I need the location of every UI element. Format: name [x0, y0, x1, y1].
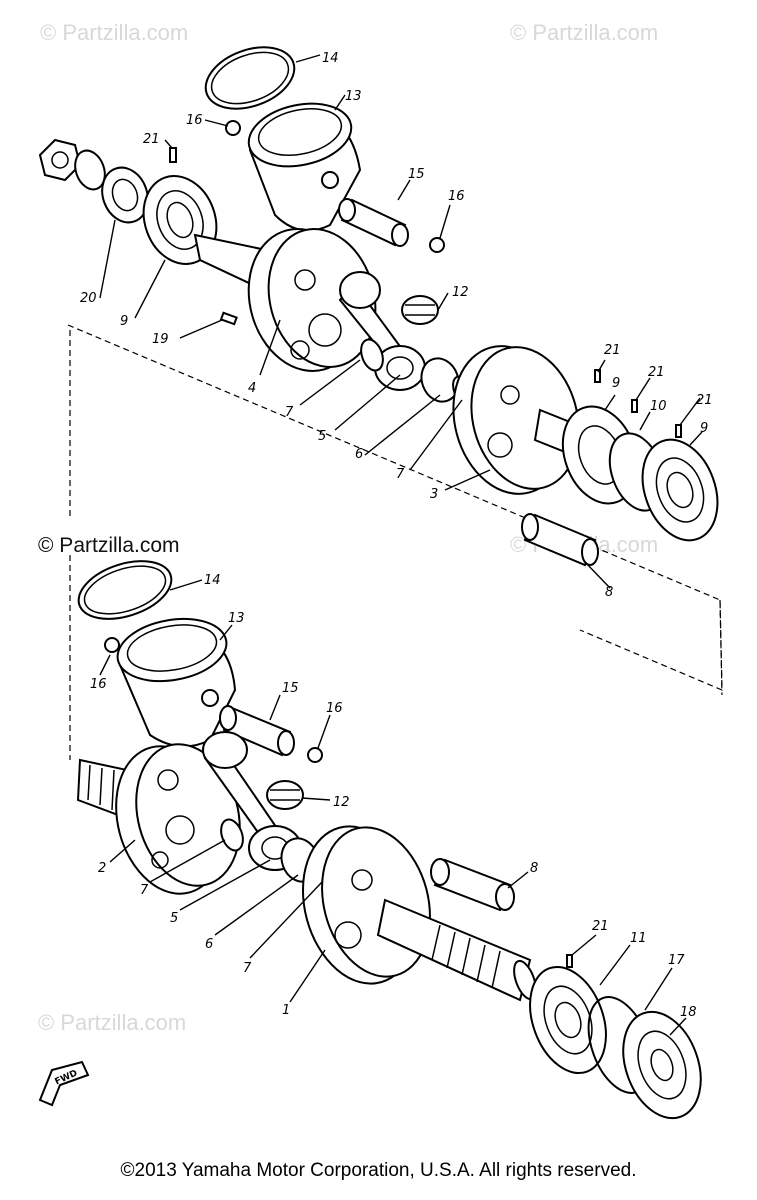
watermark-top-left: © Partzilla.com [40, 20, 188, 45]
connecting-rod-top [338, 271, 426, 391]
callout-16-top-b: 16 [448, 189, 465, 204]
callout-4: 4 [248, 381, 256, 396]
piston-ring-bottom [77, 560, 173, 620]
piston-pin-bottom [219, 705, 295, 757]
callout-21-top-c: 21 [648, 365, 665, 380]
callout-5-bottom: 5 [170, 911, 178, 926]
crank-washer-top-a [360, 338, 384, 372]
crank-pin-top [521, 513, 599, 567]
callout-21-bottom: 21 [592, 919, 609, 934]
callout-16-bottom-b: 16 [326, 701, 343, 716]
bearing-bottom [529, 965, 607, 1075]
watermark-top-right: © Partzilla.com [510, 20, 658, 45]
circlip-top-a [225, 120, 241, 136]
circlip-top-b [429, 237, 445, 253]
big-end-bearing-top [420, 357, 460, 403]
callout-7-top-a: 7 [285, 405, 294, 420]
callout-3: 3 [430, 487, 438, 502]
leader-lines-lower [99, 579, 687, 1036]
copyright-notice: ©2013 Yamaha Motor Corporation, U.S.A. A… [120, 1160, 637, 1181]
callout-6-bottom: 6 [205, 937, 213, 952]
upper-crankshaft-assembly [38, 46, 723, 696]
crank-washer-bottom-a [220, 818, 244, 852]
callout-9-top-b: 9 [612, 376, 620, 391]
locating-pin-top-d [675, 424, 682, 438]
callout-15-top: 15 [408, 167, 425, 182]
callout-14-bottom: 14 [204, 573, 221, 588]
piston-top [247, 102, 362, 232]
circlip-bottom-b [307, 747, 323, 763]
output-shaft-right [376, 898, 537, 1002]
watermark-bottom-left: © Partzilla.com [38, 1010, 186, 1035]
callout-14-top: 14 [322, 51, 339, 66]
callout-21-top: 21 [143, 132, 160, 147]
callout-17: 17 [668, 953, 685, 968]
callout-6-top: 6 [355, 447, 363, 462]
callout-18: 18 [680, 1005, 697, 1020]
watermark-middle-left: © Partzilla.com [38, 534, 180, 557]
callout-16-top-a: 16 [186, 113, 203, 128]
callout-5-top: 5 [318, 429, 326, 444]
needle-bearing-bottom [266, 780, 304, 810]
bearing-top-right [641, 438, 719, 542]
callout-16-bottom-a: 16 [90, 677, 107, 692]
piston-bottom [116, 617, 237, 748]
callout-9-top-left: 9 [120, 314, 128, 329]
piston-pin-top [338, 198, 409, 247]
callout-8-top: 8 [605, 585, 613, 600]
lower-crankshaft-assembly: FWD [38, 555, 702, 1120]
forward-direction-marker: FWD [38, 1060, 90, 1107]
locating-pin-top [169, 147, 177, 163]
callout-12-bottom: 12 [333, 795, 350, 810]
locating-pin-top-b [594, 369, 601, 383]
callout-20: 20 [80, 291, 97, 306]
callout-9-top-c: 9 [700, 421, 708, 436]
callout-7-bottom-b: 7 [243, 961, 252, 976]
callout-15-bottom: 15 [282, 681, 299, 696]
callout-numbers: 14 13 16 21 15 16 20 9 12 19 4 7 5 6 7 3… [80, 51, 713, 1020]
connecting-rod-bottom [202, 731, 302, 871]
callout-8-bottom: 8 [530, 861, 538, 876]
callout-7-top-b: 7 [396, 467, 405, 482]
crank-nut-and-seal [38, 138, 149, 224]
callout-11: 11 [630, 931, 647, 946]
callout-12-top: 12 [452, 285, 469, 300]
crank-flywheel-right [452, 345, 580, 495]
callout-13-top: 13 [345, 89, 362, 104]
oil-seal [622, 1010, 702, 1120]
needle-bearing-top [401, 295, 439, 325]
callout-7-bottom-a: 7 [140, 883, 149, 898]
callout-1: 1 [282, 1003, 290, 1018]
locating-pin-bottom [566, 954, 573, 968]
crank-flywheel-left-bottom [115, 743, 241, 895]
callout-2: 2 [98, 861, 106, 876]
crank-pin-bottom [430, 858, 515, 912]
locating-pin-top-c [631, 399, 638, 413]
woodruff-key [219, 311, 238, 326]
leader-lines-upper [99, 54, 703, 589]
callout-10: 10 [650, 399, 667, 414]
circlip-bottom-a [104, 637, 120, 653]
crank-flywheel-right-bottom [301, 825, 431, 985]
callout-21-top-d: 21 [696, 393, 713, 408]
callout-21-top-b: 21 [604, 343, 621, 358]
callout-19: 19 [152, 332, 169, 347]
crank-flywheel-left [247, 228, 377, 372]
callout-13-bottom: 13 [228, 611, 245, 626]
